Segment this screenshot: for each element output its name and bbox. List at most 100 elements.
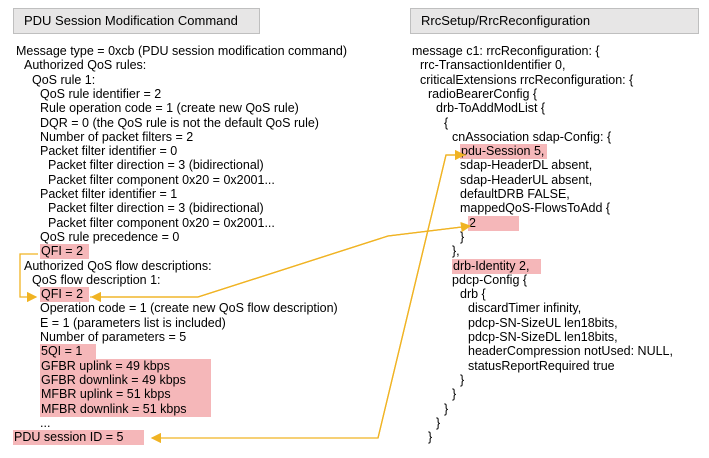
left-line: 5QI = 1 xyxy=(40,344,96,360)
left-line: GFBR downlink = 49 kbps xyxy=(40,372,211,388)
line-text: rrc-TransactionIdentifier 0, xyxy=(420,58,566,73)
right-line: drb { xyxy=(460,287,486,302)
right-line: statusReportRequired true xyxy=(468,359,615,374)
line-text: headerCompression notUsed: NULL, xyxy=(468,344,673,359)
right-line: message c1: rrcReconfiguration: { xyxy=(412,44,600,59)
line-text: QoS rule identifier = 2 xyxy=(40,86,162,101)
line-text: sdap-HeaderUL absent, xyxy=(460,172,593,187)
left-line: Rule operation code = 1 (create new QoS … xyxy=(40,101,299,116)
right-line: } xyxy=(436,416,440,431)
line-text: Authorized QoS flow descriptions: xyxy=(24,258,212,273)
right-line: } xyxy=(460,230,464,245)
right-line: cnAssociation sdap-Config: { xyxy=(452,130,611,145)
line-text: criticalExtensions rrcReconfiguration: { xyxy=(420,72,634,87)
right-line: } xyxy=(444,402,448,417)
right-line: rrc-TransactionIdentifier 0, xyxy=(420,58,565,73)
line-text: { xyxy=(444,115,449,130)
right-line: pdcp-SN-SizeDL len18bits, xyxy=(468,330,618,345)
line-text: discardTimer infinity, xyxy=(468,301,582,316)
line-text: pdcp-Config { xyxy=(452,272,528,287)
line-text: QoS flow description 1: xyxy=(32,272,161,287)
line-text: ... xyxy=(40,415,51,430)
right-line: drb-ToAddModList { xyxy=(436,101,545,116)
left-line: MFBR downlink = 51 kbps xyxy=(40,401,211,417)
right-line: radioBearerConfig { xyxy=(428,87,537,102)
right-line: sdap-HeaderUL absent, xyxy=(460,173,592,188)
line-text: E = 1 (parameters list is included) xyxy=(40,315,226,330)
left-line: QoS rule 1: xyxy=(32,73,95,88)
left-line: Message type = 0xcb (PDU session modific… xyxy=(16,44,347,59)
line-text: message c1: rrcReconfiguration: { xyxy=(412,44,600,58)
line-text: Packet filter identifier = 1 xyxy=(40,187,178,201)
line-text: QoS rule 1: xyxy=(32,72,96,87)
line-text: pdu-Session 5, xyxy=(460,144,547,160)
left-line: MFBR uplink = 51 kbps xyxy=(40,387,211,403)
line-text: cnAssociation sdap-Config: { xyxy=(452,129,612,144)
line-text: } xyxy=(452,387,457,402)
left-line: QFI = 2 xyxy=(40,287,89,303)
line-text: GFBR uplink = 49 kbps xyxy=(40,358,211,374)
line-text: pdcp-SN-SizeDL len18bits, xyxy=(468,330,618,344)
right-line: pdcp-Config { xyxy=(452,273,527,288)
line-text: MFBR downlink = 51 kbps xyxy=(40,401,211,417)
left-line: PDU session ID = 5 xyxy=(13,430,144,446)
right-panel-title: RrcSetup/RrcReconfiguration xyxy=(410,8,699,34)
line-text: mappedQoS-FlowsToAdd { xyxy=(460,201,611,216)
right-line: pdu-Session 5, xyxy=(460,144,547,160)
line-text: } xyxy=(444,401,449,416)
line-text: drb { xyxy=(460,287,486,302)
left-line: QoS flow description 1: xyxy=(32,273,161,288)
line-text: } xyxy=(460,229,465,244)
right-line: } xyxy=(428,430,432,445)
right-line: 2 xyxy=(468,215,519,231)
line-text: Packet filter component 0x20 = 0x2001... xyxy=(48,172,275,187)
right-line: criticalExtensions rrcReconfiguration: { xyxy=(420,73,633,88)
left-line: QoS rule precedence = 0 xyxy=(40,230,179,245)
line-text: Packet filter direction = 3 (bidirection… xyxy=(48,201,264,216)
line-text: MFBR uplink = 51 kbps xyxy=(40,387,211,403)
left-line: DQR = 0 (the QoS rule is not the default… xyxy=(40,116,319,131)
line-text: radioBearerConfig { xyxy=(428,86,538,101)
line-text: statusReportRequired true xyxy=(468,358,615,373)
line-text: Packet filter identifier = 0 xyxy=(40,144,178,159)
right-line: }, xyxy=(452,244,460,259)
line-text: Rule operation code = 1 (create new QoS … xyxy=(40,101,299,116)
left-line: Number of packet filters = 2 xyxy=(40,130,193,145)
right-line: } xyxy=(452,387,456,402)
line-text: Operation code = 1 (create new QoS flow … xyxy=(40,301,338,316)
right-line: } xyxy=(460,373,464,388)
right-line: defaultDRB FALSE, xyxy=(460,187,570,202)
line-text: Number of parameters = 5 xyxy=(40,330,187,344)
line-text: sdap-HeaderDL absent, xyxy=(460,158,593,173)
left-line: Authorized QoS flow descriptions: xyxy=(24,259,212,274)
line-text: 5QI = 1 xyxy=(40,344,96,360)
left-line: Authorized QoS rules: xyxy=(24,58,146,73)
left-line: QoS rule identifier = 2 xyxy=(40,87,161,102)
right-line: headerCompression notUsed: NULL, xyxy=(468,344,673,359)
line-text: } xyxy=(436,415,441,430)
left-line: Packet filter component 0x20 = 0x2001... xyxy=(48,173,275,188)
line-text: PDU session ID = 5 xyxy=(13,430,144,446)
left-line: ... xyxy=(40,416,50,431)
left-line: Operation code = 1 (create new QoS flow … xyxy=(40,301,338,316)
line-text: Number of packet filters = 2 xyxy=(40,129,194,144)
right-line: drb-Identity 2, xyxy=(452,258,541,274)
pdu-session-back-arrow xyxy=(377,149,466,439)
qfi-link-arrow xyxy=(19,253,38,303)
left-line: Packet filter direction = 3 (bidirection… xyxy=(48,158,264,173)
right-line: { xyxy=(444,116,448,131)
line-text: } xyxy=(428,430,433,445)
line-text: defaultDRB FALSE, xyxy=(460,187,570,201)
left-line: Packet filter identifier = 0 xyxy=(40,144,177,159)
line-text: pdcp-SN-SizeUL len18bits, xyxy=(468,315,618,330)
line-text: Packet filter component 0x20 = 0x2001... xyxy=(48,215,275,230)
left-line: Number of parameters = 5 xyxy=(40,330,186,345)
left-line: Packet filter component 0x20 = 0x2001... xyxy=(48,216,275,231)
line-text: QoS rule precedence = 0 xyxy=(40,229,180,244)
line-text: GFBR downlink = 49 kbps xyxy=(40,372,211,388)
right-line: pdcp-SN-SizeUL len18bits, xyxy=(468,316,618,331)
right-line: discardTimer infinity, xyxy=(468,301,581,316)
right-line: mappedQoS-FlowsToAdd { xyxy=(460,201,610,216)
left-line: GFBR uplink = 49 kbps xyxy=(40,358,211,374)
